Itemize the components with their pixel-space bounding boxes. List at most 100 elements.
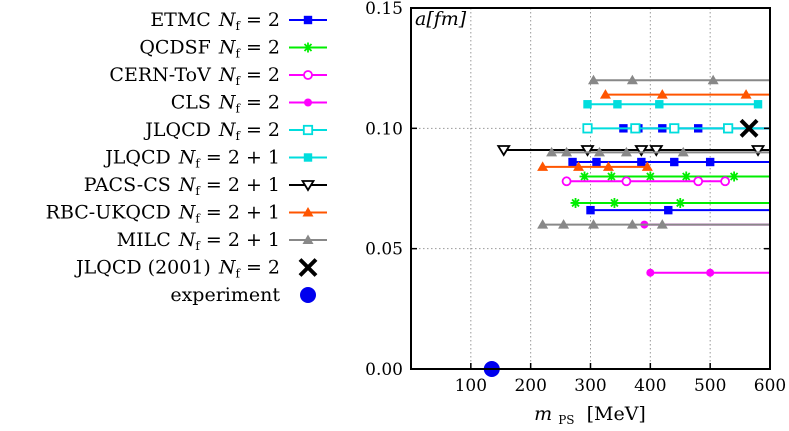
marker-triangle <box>602 161 614 171</box>
data-point <box>740 89 752 99</box>
marker-square-open <box>630 123 641 134</box>
marker-asterisk <box>645 171 656 182</box>
data-point <box>496 145 511 157</box>
legend-sample <box>298 258 318 277</box>
legend-nf-subscript: f <box>195 239 201 253</box>
marker-square-open <box>302 124 314 136</box>
data-point <box>573 161 585 171</box>
marker-triangle <box>707 74 719 85</box>
legend-nf-subscript: f <box>235 102 241 116</box>
data-point <box>677 146 689 157</box>
legend-nf-value: = 2 <box>246 257 280 279</box>
legend-series-name: experiment <box>170 284 280 306</box>
legend-marker <box>304 98 312 107</box>
marker-square <box>586 205 595 215</box>
legend-nf-symbol: N <box>218 257 237 279</box>
x-axis-title-sub: PS <box>558 413 574 427</box>
legend-nf-symbol: N <box>178 202 197 224</box>
data-point <box>570 197 581 208</box>
data-point <box>609 197 620 208</box>
marker-cross <box>298 258 318 277</box>
marker-triangle <box>599 89 611 99</box>
y-tick-label: 0.15 <box>365 0 403 19</box>
marker-square-open <box>723 123 734 134</box>
marker-circle-open <box>561 176 572 187</box>
marker-triangle <box>620 146 632 157</box>
series-9 <box>739 118 759 138</box>
data-point <box>537 161 549 171</box>
y-tick-label: 0.10 <box>365 119 403 139</box>
legend-sample <box>300 287 316 303</box>
data-point <box>720 176 731 187</box>
marker-triangle-down-open <box>496 145 511 157</box>
marker-square <box>583 100 592 109</box>
legend-nf-subscript: f <box>235 19 241 33</box>
data-point <box>537 219 549 229</box>
marker-circle <box>706 268 715 277</box>
legend-sample <box>289 70 327 80</box>
data-point <box>606 171 617 182</box>
marker-triangle <box>587 74 599 85</box>
data-point <box>664 205 673 215</box>
legend-nf-symbol: N <box>178 229 197 251</box>
legend-nf-subscript: f <box>195 157 201 171</box>
data-point <box>739 118 759 138</box>
legend-nf-value: = 2 + 1 <box>206 202 280 224</box>
marker-triangle-down-open <box>580 145 595 157</box>
data-point <box>649 145 664 157</box>
marker-triangle <box>302 234 314 244</box>
data-point <box>558 219 570 229</box>
legend-nf-symbol: N <box>178 147 197 169</box>
data-point <box>753 100 763 109</box>
legend-nf-subscript: f <box>195 184 201 198</box>
legend-nf-subscript: f <box>195 212 201 226</box>
legend-series-name: MILC <box>117 229 171 251</box>
data-point <box>669 123 680 134</box>
data-point <box>681 171 692 182</box>
y-axis-title: a[fm] <box>415 8 467 30</box>
series-5 <box>583 100 763 109</box>
legend-sample <box>289 207 327 217</box>
data-point <box>561 146 573 157</box>
x-axis-title-unit: [MeV] <box>587 403 646 425</box>
legend-series-name: CLS <box>171 92 211 114</box>
marker-triangle-down-open <box>750 145 766 157</box>
legend-nf-subscript: f <box>235 129 241 143</box>
x-tick-label: 100 <box>455 376 487 396</box>
data-point <box>626 219 638 229</box>
marker-triangle <box>537 219 549 229</box>
marker-cross <box>739 118 759 138</box>
marker-square <box>705 157 715 167</box>
marker-square <box>303 153 313 162</box>
series-6 <box>496 145 770 157</box>
data-point <box>723 123 734 134</box>
legend-nf-symbol: N <box>218 9 237 31</box>
marker-circle <box>646 268 655 277</box>
marker-circle-open <box>693 176 704 187</box>
legend-series-name: QCDSF <box>139 37 211 59</box>
marker-square <box>670 157 679 167</box>
data-point <box>626 74 638 85</box>
series-1 <box>570 171 770 208</box>
data-point <box>656 219 668 229</box>
marker-triangle <box>546 146 558 157</box>
marker-asterisk <box>609 197 620 208</box>
data-point <box>637 157 646 167</box>
legend-nf-subscript: f <box>235 47 241 61</box>
data-point <box>670 157 679 167</box>
marker-triangle <box>740 89 752 99</box>
marker-triangle <box>641 161 653 171</box>
marker-asterisk <box>606 171 617 182</box>
legend-marker <box>303 70 313 80</box>
marker-asterisk <box>570 197 581 208</box>
legend-entry: JLQCD (2001)Nf= 2 <box>74 257 318 281</box>
data-point <box>693 176 704 187</box>
marker-circle-open <box>720 176 731 187</box>
x-tick-label: 600 <box>754 376 786 396</box>
series-layer <box>483 74 770 377</box>
